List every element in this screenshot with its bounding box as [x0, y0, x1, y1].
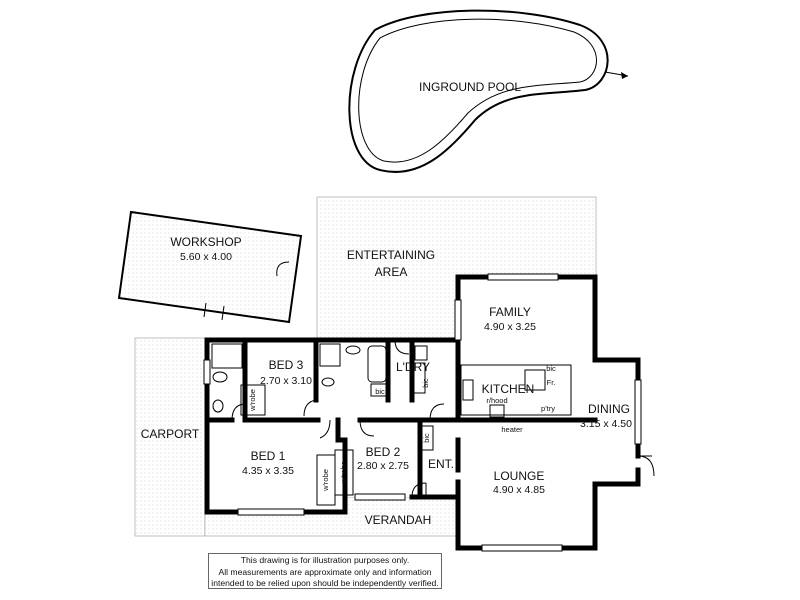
pool-label: INGROUND POOL	[419, 80, 521, 94]
lounge-label: LOUNGE	[494, 469, 545, 483]
disclaimer-line: intended to be relied upon should be ind…	[211, 578, 439, 588]
kitchen-label: KITCHEN	[482, 382, 535, 396]
family-size: 4.90 x 3.25	[484, 321, 536, 333]
carport-label: CARPORT	[141, 427, 200, 441]
entry-bic-label: bic	[422, 433, 431, 443]
entertaining-label-2: AREA	[375, 265, 408, 279]
bed1-wrobe-label: w'robe	[321, 469, 330, 492]
workshop-label: WORKSHOP	[170, 235, 241, 249]
bed3-size: 2.70 x 3.10	[260, 375, 312, 387]
disclaimer-box: This drawing is for illustration purpose…	[208, 553, 442, 589]
pantry-label: p'try	[541, 404, 555, 413]
bed1-size: 4.35 x 3.35	[242, 465, 294, 477]
laundry-bic-label: bic	[421, 378, 430, 388]
bed3-label: BED 3	[269, 358, 304, 372]
bed2-wrobe-label: w'robe	[339, 461, 348, 484]
bed2-label: BED 2	[366, 445, 401, 459]
bed2-size: 2.80 x 2.75	[357, 460, 409, 472]
bath-bic-label: bic	[375, 387, 385, 396]
dining-size: 3.15 x 4.50	[580, 418, 632, 430]
workshop: WORKSHOP 5.60 x 4.00	[117, 210, 303, 324]
disclaimer-line: This drawing is for illustration purpose…	[240, 555, 410, 565]
rangehood-label: r/hood	[486, 396, 507, 405]
lounge-size: 4.90 x 4.85	[493, 484, 545, 496]
bed1-label: BED 1	[251, 449, 286, 463]
disclaimer-line: All measurements are approximate only an…	[218, 566, 432, 577]
heater-label: heater	[501, 425, 523, 434]
laundry-label: L'DRY	[396, 360, 430, 374]
fridge-label: Fr.	[547, 378, 556, 387]
family-label: FAMILY	[489, 305, 531, 319]
bed3-wrobe-label: w'robe	[248, 389, 257, 412]
workshop-size: 5.60 x 4.00	[180, 251, 232, 263]
carport	[134, 337, 206, 537]
dining-label: DINING	[588, 402, 630, 416]
inground-pool: INGROUND POOL	[348, 9, 629, 173]
verandah-label: VERANDAH	[365, 513, 432, 527]
kitchen-bic-label: bic	[546, 364, 556, 373]
entry-label: ENT.	[428, 457, 454, 471]
fixtures	[211, 343, 572, 506]
entertaining-label-1: ENTERTAINING	[347, 248, 435, 262]
